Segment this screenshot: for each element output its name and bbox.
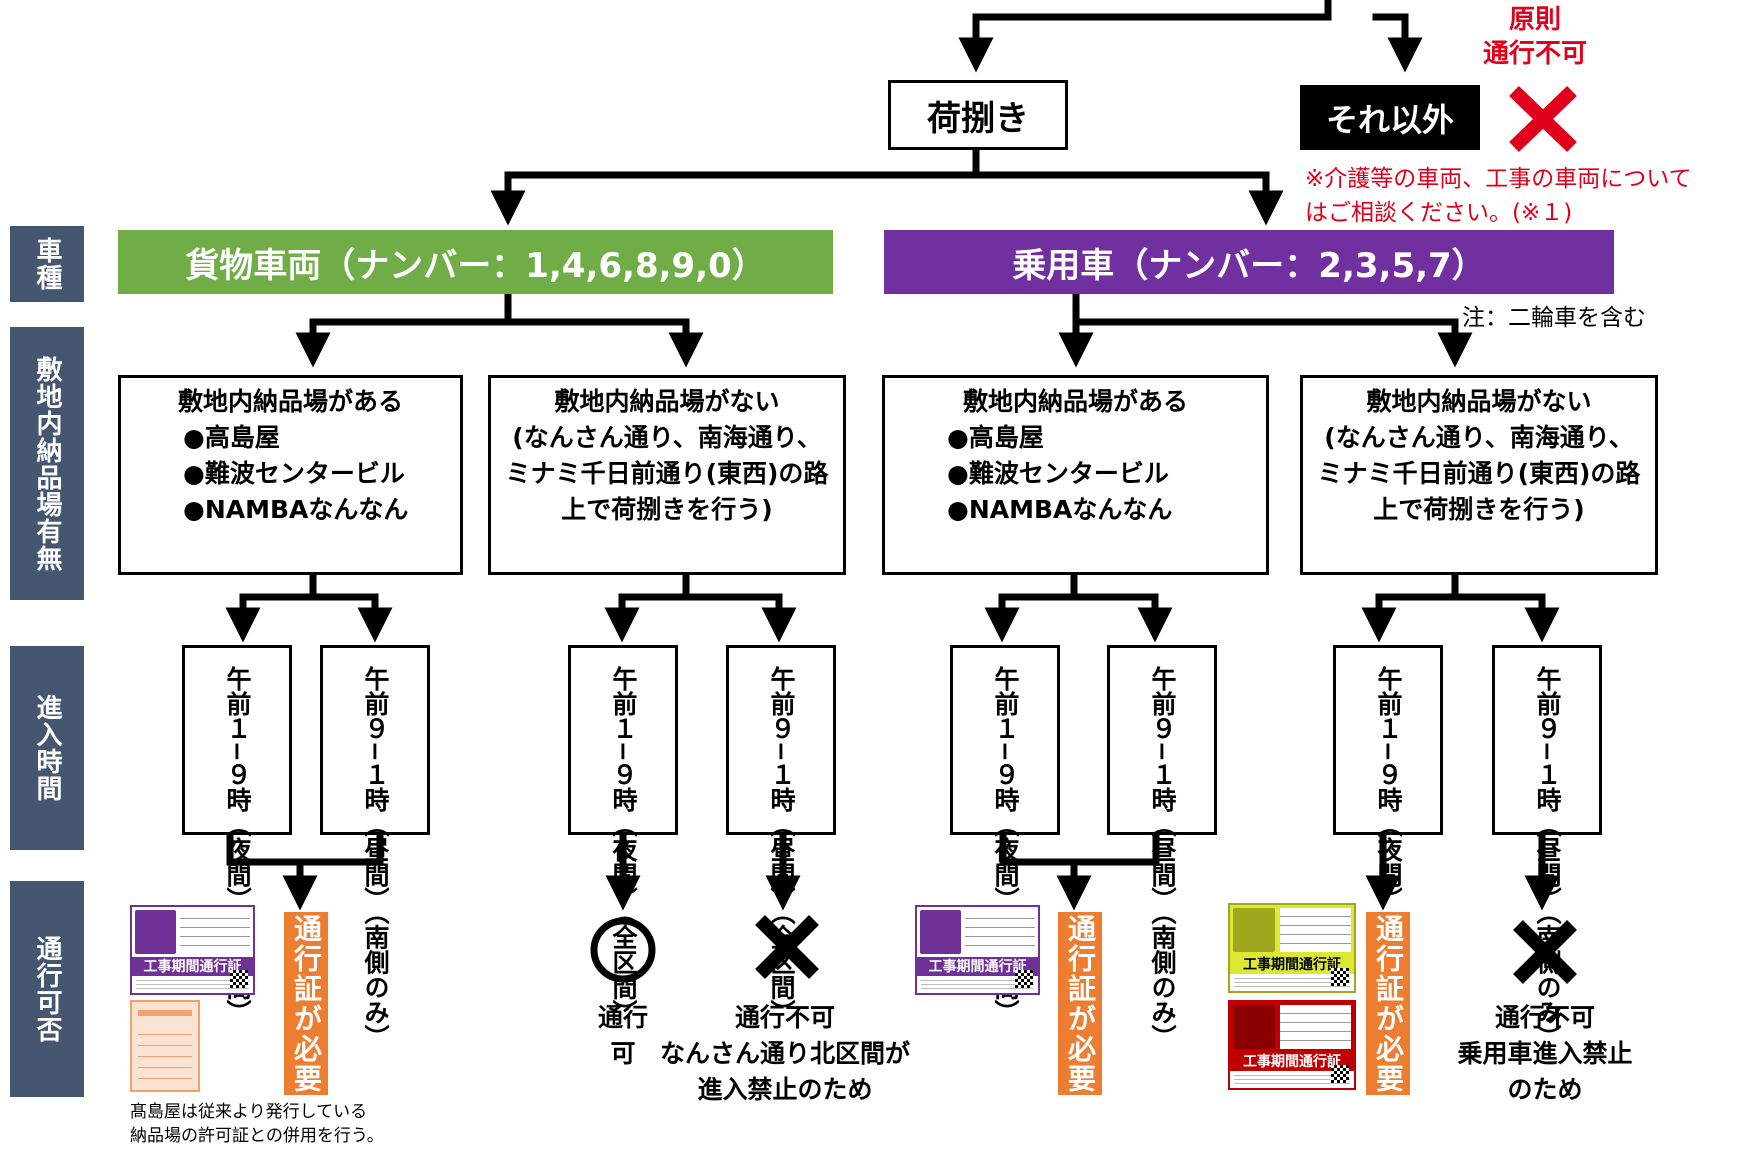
permit-required-passenger-street: 通行証が必要 — [1366, 912, 1410, 1095]
permit-required-cargo: 通行証が必要 — [284, 912, 328, 1095]
category-yard: 敷地内納品場有無 — [10, 327, 84, 600]
permit-ticket-red: 工事期間通行証 — [1228, 1000, 1356, 1090]
time-night-cargo-street: 午前１−９時（夜間）（全区間） — [568, 645, 678, 1024]
permit-ticket-purple: 工事期間通行証 — [130, 905, 255, 995]
permit-ticket-purple-passenger: 工事期間通行証 — [915, 905, 1040, 995]
consult-note: ※介護等の車両、工事の車両について はご相談ください。(※１) — [1305, 166, 1692, 226]
yard-without-passenger: 敷地内納品場がない (なんさん通り、南海通り、 ミナミ千日前通り(東西)の路 上… — [1300, 375, 1658, 575]
principle-label: 原則 通行不可 — [1482, 5, 1587, 69]
permit-ticket-yellow: 工事期間通行証 — [1228, 903, 1356, 993]
yard-without-cargo: 敷地内納品場がない (なんさん通り、南海通り、 ミナミ千日前通り(東西)の路 上… — [488, 375, 846, 575]
time-day-cargo-street: 午前９−１時（昼間）（全区間） — [726, 645, 836, 1024]
yard-with-cargo: 敷地内納品場がある ●高島屋 ●難波センタービル ●NAMBAなんなん — [118, 375, 463, 575]
bottom-note: 髙島屋は従来より発行している 納品場の許可証との併用を行う。 — [130, 1102, 384, 1146]
circle-ok-icon — [590, 917, 656, 983]
node-nie: 荷捌き — [888, 80, 1068, 150]
cross-ng-icon — [755, 915, 819, 979]
band-cargo: 貨物車両（ナンバー：1,4,6,8,9,0） — [118, 230, 833, 294]
category-time: 進入時間 — [10, 646, 84, 850]
result-ok: 通行 可 — [597, 1003, 648, 1068]
band-passenger: 乗用車（ナンバー：2,3,5,7） — [884, 230, 1614, 294]
category-pass: 通行可否 — [10, 881, 84, 1097]
time-day-passenger-street: 午前９−１時（昼間）（南側のみ） — [1492, 645, 1602, 1049]
node-other: それ以外 — [1300, 85, 1480, 150]
takashimaya-permit-sample — [130, 1000, 200, 1092]
time-night-passenger-yard: 午前１−９時（夜間）（全区間） — [950, 645, 1060, 1024]
category-vehicle: 車種 — [10, 226, 84, 302]
time-night-passenger-street: 午前１−９時（夜間）（全区間） — [1333, 645, 1443, 1024]
permit-required-passenger-yard: 通行証が必要 — [1058, 912, 1102, 1095]
yard-with-passenger: 敷地内納品場がある ●高島屋 ●難波センタービル ●NAMBAなんなん — [882, 375, 1269, 575]
cross-ng-passenger-icon — [1513, 920, 1577, 984]
result-ng-north: 通行不可 なんさん通り北区間が 進入禁止のため — [659, 1003, 910, 1104]
result-ng-passenger: 通行不可 乗用車進入禁止 のため — [1457, 1003, 1633, 1104]
node-nie-label: 荷捌き — [927, 98, 1029, 139]
time-day-cargo-yard: 午前９−１時（昼間）（南側のみ） — [320, 645, 430, 1049]
passenger-note: 注：二輪車を含む — [1462, 305, 1646, 331]
time-night-cargo-yard: 午前１−９時（夜間）（全区間） — [182, 645, 292, 1024]
node-other-label: それ以外 — [1325, 100, 1454, 139]
principle-cross-icon — [1509, 85, 1577, 153]
time-day-passenger-yard: 午前９−１時（昼間）（南側のみ） — [1107, 645, 1217, 1049]
